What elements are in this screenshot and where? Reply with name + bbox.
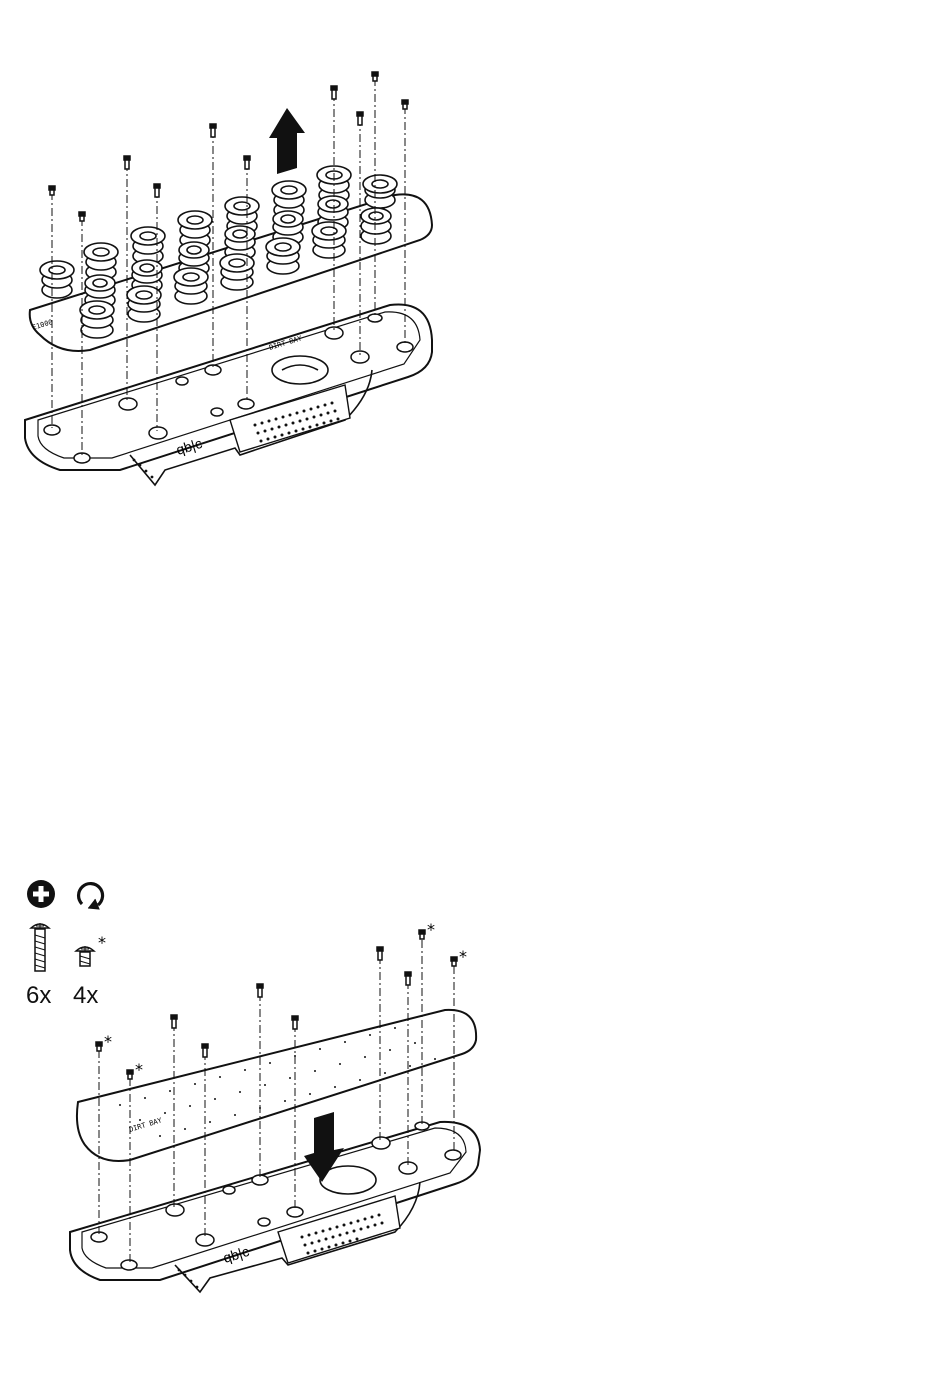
step-two-illustration: * 6x 4x bbox=[0, 860, 950, 1397]
screw bbox=[244, 156, 250, 169]
dampener bbox=[266, 238, 300, 274]
screw bbox=[79, 212, 85, 221]
screw bbox=[331, 86, 337, 99]
screw bbox=[154, 184, 160, 197]
long-screw bbox=[257, 984, 263, 997]
short-screw-marker: * bbox=[135, 1060, 143, 1079]
step-one-illustration: DIRT BAY qb|c E1000 bbox=[0, 0, 950, 520]
short-screw bbox=[451, 957, 457, 966]
screw bbox=[210, 124, 216, 137]
dampener bbox=[220, 254, 254, 290]
long-screw bbox=[202, 1044, 208, 1057]
dampener bbox=[312, 222, 346, 258]
tray-fan-opening bbox=[272, 356, 328, 384]
dampener bbox=[361, 208, 391, 244]
short-screw-marker: * bbox=[427, 920, 435, 939]
screw bbox=[372, 72, 378, 81]
screw bbox=[357, 112, 363, 125]
long-screw bbox=[377, 947, 383, 960]
screw bbox=[49, 186, 55, 195]
short-screw bbox=[419, 930, 425, 939]
short-screw bbox=[96, 1042, 102, 1051]
short-screw bbox=[127, 1070, 133, 1079]
dampener bbox=[80, 301, 114, 338]
step-one-svg: DIRT BAY qb|c E1000 bbox=[0, 0, 950, 520]
screw bbox=[124, 156, 130, 169]
screws bbox=[49, 72, 408, 221]
arrow-up-icon bbox=[269, 108, 305, 174]
dampener bbox=[127, 286, 161, 322]
dampener bbox=[174, 268, 208, 304]
dampener bbox=[363, 175, 397, 208]
step-two-svg: qb|c DIRT BAY bbox=[0, 860, 950, 1397]
long-screw bbox=[292, 1016, 298, 1029]
screw bbox=[402, 100, 408, 109]
long-screw bbox=[405, 972, 411, 985]
short-screw-marker: * bbox=[459, 947, 467, 966]
dampener bbox=[131, 227, 165, 264]
long-screw bbox=[171, 1015, 177, 1028]
dampener bbox=[40, 261, 74, 298]
short-screw-marker: * bbox=[104, 1032, 112, 1051]
